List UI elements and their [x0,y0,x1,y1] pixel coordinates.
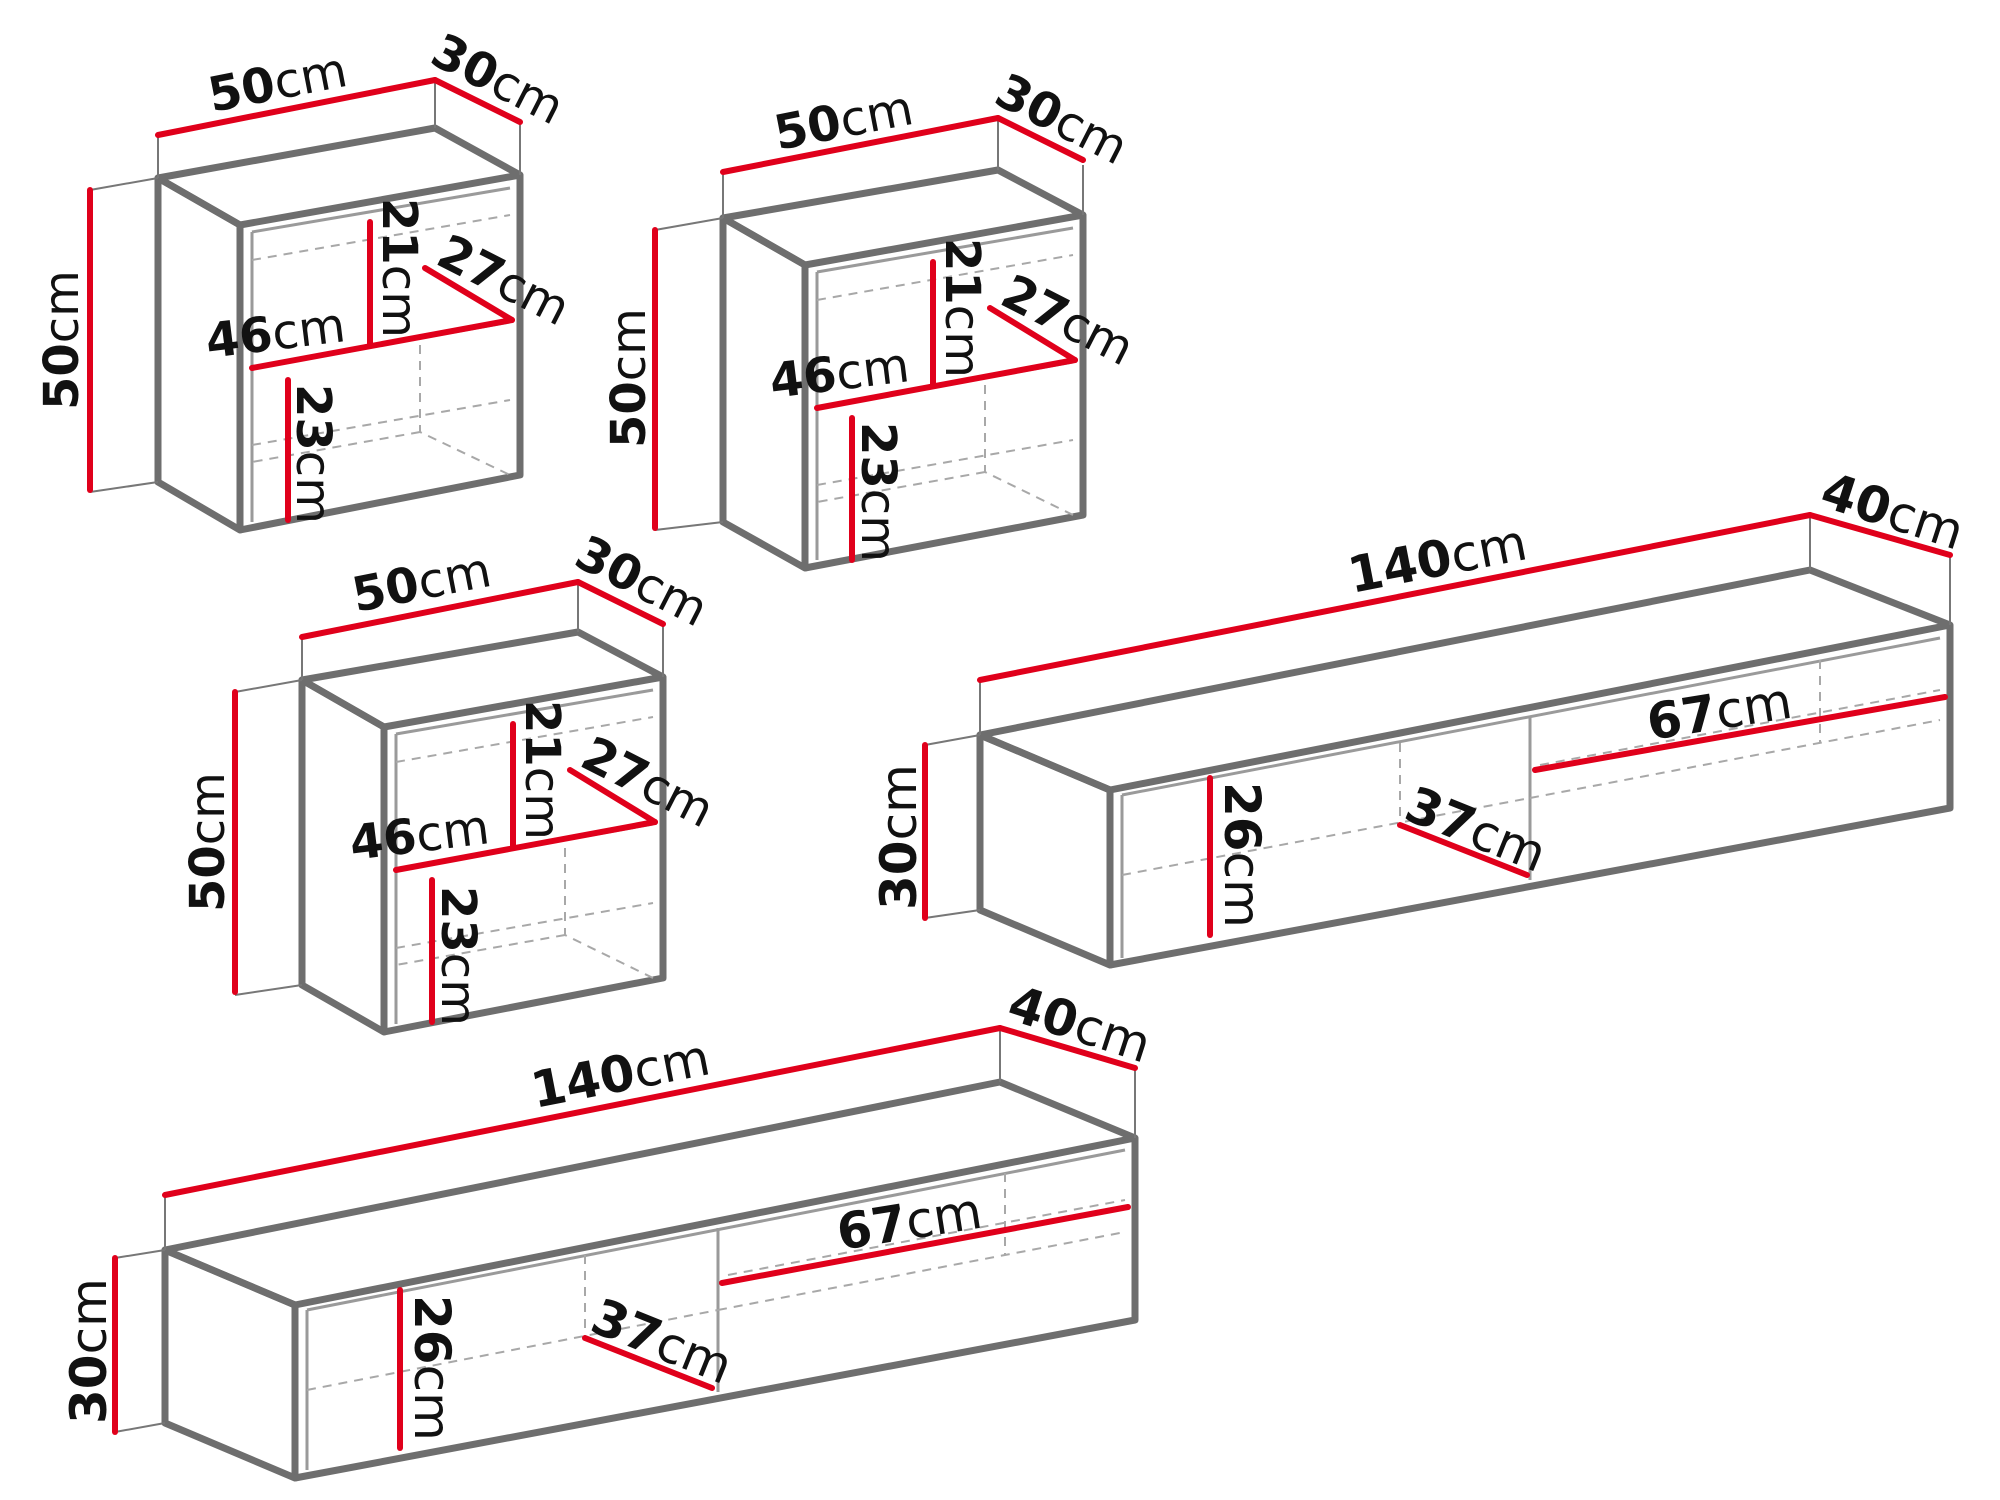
compartment-diagonal-dimension-line [582,1335,715,1391]
upper-height-label: 21cm [371,198,427,338]
depth-label: 40cm [1814,461,1971,561]
small-cabinet-3: 50cm 30cm 50cm 46cm 21cm 27cm 23cm [180,525,723,1036]
tv-unit-2: 140cm 40cm 30cm 67cm 37cm 26cm [60,974,1158,1482]
width-label: 50cm [204,42,352,124]
width-dimension-line [155,77,438,138]
shelf-width-dimension-line [814,357,1078,411]
upper-diagonal-dimension-line [567,767,658,825]
extension-lines [234,580,664,996]
lower-height-label: 23cm [430,886,486,1026]
width-label: 50cm [348,542,496,624]
upper-height-label: 21cm [514,700,570,840]
extension-lines [654,118,1084,531]
depth-label: 40cm [1001,974,1158,1074]
depth-label: 30cm [567,525,717,638]
width-label: 50cm [770,80,918,162]
height-label: 50cm [34,270,90,410]
shelf-width-dimension-line [393,819,658,873]
shelf-width-label: 67cm [1643,672,1796,752]
depth-dimension-line [995,115,1086,163]
cabinet-outline [298,628,667,1036]
upper-height-label: 21cm [934,238,990,378]
depth-dimension-line [1807,512,1953,558]
compartment-height-label: 26cm [403,1295,461,1441]
tv-unit-outline [976,566,1954,969]
shelf-width-label: 46cm [347,799,493,872]
tv-unit-1: 140cm 40cm 30cm 67cm 37cm 26cm [870,461,1971,969]
shelf-width-dimension-line [249,317,515,371]
extension-lines [924,515,1951,919]
shelf-width-dimension-line [719,1204,1131,1286]
shelf-width-label: 46cm [203,297,349,370]
tv-unit-outline [161,1078,1139,1482]
depth-label: 30cm [423,23,573,136]
shelf-width-label: 67cm [833,1182,986,1262]
height-label: 30cm [60,1278,118,1424]
depth-dimension-line [432,77,523,125]
shelf-width-label: 46cm [767,337,913,410]
height-label: 50cm [180,772,236,912]
depth-label: 30cm [987,63,1137,176]
extension-lines [89,80,521,493]
width-label: 140cm [526,1028,714,1119]
depth-dimension-line [575,579,666,627]
upper-diagonal-dimension-line [987,305,1078,363]
small-cabinet-2: 50cm 30cm 50cm 46cm 21cm 27cm 23cm [601,63,1143,572]
height-label: 50cm [601,308,657,448]
width-dimension-line [162,1025,1003,1198]
compartment-height-label: 26cm [1213,782,1271,928]
lower-height-label: 23cm [285,384,341,524]
compartment-diagonal-dimension-line [1397,822,1530,878]
lower-height-label: 23cm [850,422,906,562]
shelf-width-dimension-line [1532,694,1948,773]
small-cabinet-1: 50cm 30cm 50cm 46cm 21cm 27cm 23cm [34,23,579,534]
width-dimension-line [977,512,1813,683]
width-dimension-line [299,579,581,640]
depth-dimension-line [997,1025,1138,1071]
width-dimension-line [720,115,1001,175]
extension-lines [114,1028,1136,1433]
height-label: 30cm [870,764,928,910]
upper-diagonal-dimension-line [422,265,515,323]
